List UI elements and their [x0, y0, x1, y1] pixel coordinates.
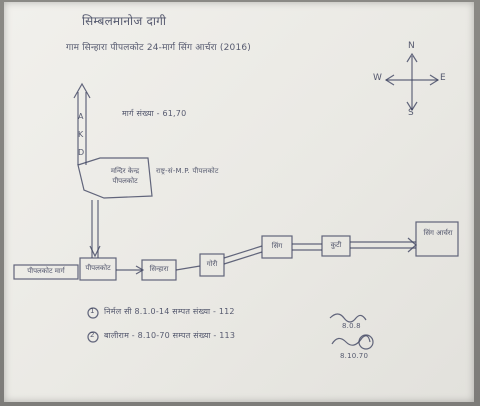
- left-road-outline: [13, 264, 79, 280]
- road-segment-3b: [223, 251, 263, 265]
- legend-marker-2: 2: [90, 331, 95, 339]
- road-marker-top: A: [78, 112, 84, 121]
- road-marker-mid: K: [78, 130, 84, 139]
- left-road-label: पीपलकोट मार्ग: [27, 267, 65, 275]
- junction-box-label: मन्दिर केन्द्र पीपलकोट: [110, 167, 140, 185]
- signature-2-text: 8.10.70: [340, 352, 369, 360]
- road-marker-lower: D: [78, 148, 85, 157]
- junction-side-note: राष्ट्र-सं-M.P. पीपलकोट: [156, 167, 219, 175]
- legend-marker-1: 1: [90, 307, 95, 315]
- legend-text-2: बालीराम - 8.10-70 सम्पत संख्या - 113: [104, 331, 236, 340]
- compass-north-label: N: [408, 41, 415, 51]
- road-segment-3a: [223, 245, 263, 259]
- sheet-subtitle: गाम सिन्हारा पीपलकोट 24-मार्ग सिंग आर्चर…: [66, 43, 252, 53]
- distance-note: मार्ग संख्या - 61,70: [122, 109, 187, 118]
- road-segment-5-arrow: [407, 237, 417, 253]
- compass-west-arrow: [384, 74, 395, 86]
- compass-south-label: S: [408, 108, 414, 118]
- compass-north-arrow: [406, 52, 418, 63]
- junction-box-outline: [77, 157, 153, 199]
- compass-east-arrow: [429, 74, 440, 86]
- road-lower-arrow: [89, 245, 101, 258]
- legend-text-1: निर्मल सी 8.1.0-14 सम्पत संख्या - 112: [104, 307, 235, 316]
- signature-2-scribble: [331, 335, 371, 346]
- compass-east-label: E: [440, 73, 446, 83]
- compass-south-arrow: [406, 101, 418, 112]
- stop-4-label: कुटी: [330, 241, 342, 249]
- legend-circle-2: [87, 331, 99, 343]
- stop-4-outline: [321, 235, 351, 257]
- legend-circle-1: [87, 307, 99, 319]
- stop-2-outline: [199, 253, 225, 277]
- stop-3-label: सिंग: [271, 242, 283, 250]
- road-top-arrow: [73, 82, 91, 99]
- paper-sheet: [4, 2, 474, 402]
- signature-2-circle: [358, 334, 374, 350]
- road-segment-1-arrow: [135, 265, 145, 275]
- stop-1-label: सिन्हारा: [149, 265, 169, 273]
- main-box-label: पीपलकोट: [85, 264, 111, 272]
- sheet-title: सिम्बलमानोज दागी: [82, 14, 167, 28]
- destination-label: सिंग आर्चरा: [423, 229, 453, 237]
- stop-3-outline: [261, 235, 293, 259]
- signature-1-text: 8.0.8: [342, 322, 361, 330]
- signature-1-scribble: [329, 313, 367, 323]
- compass-west-label: W: [373, 73, 383, 83]
- road-segment-2: [175, 265, 201, 271]
- stop-2-label: गोरी: [206, 260, 218, 268]
- main-box-outline: [79, 257, 117, 281]
- destination-outline: [415, 221, 459, 257]
